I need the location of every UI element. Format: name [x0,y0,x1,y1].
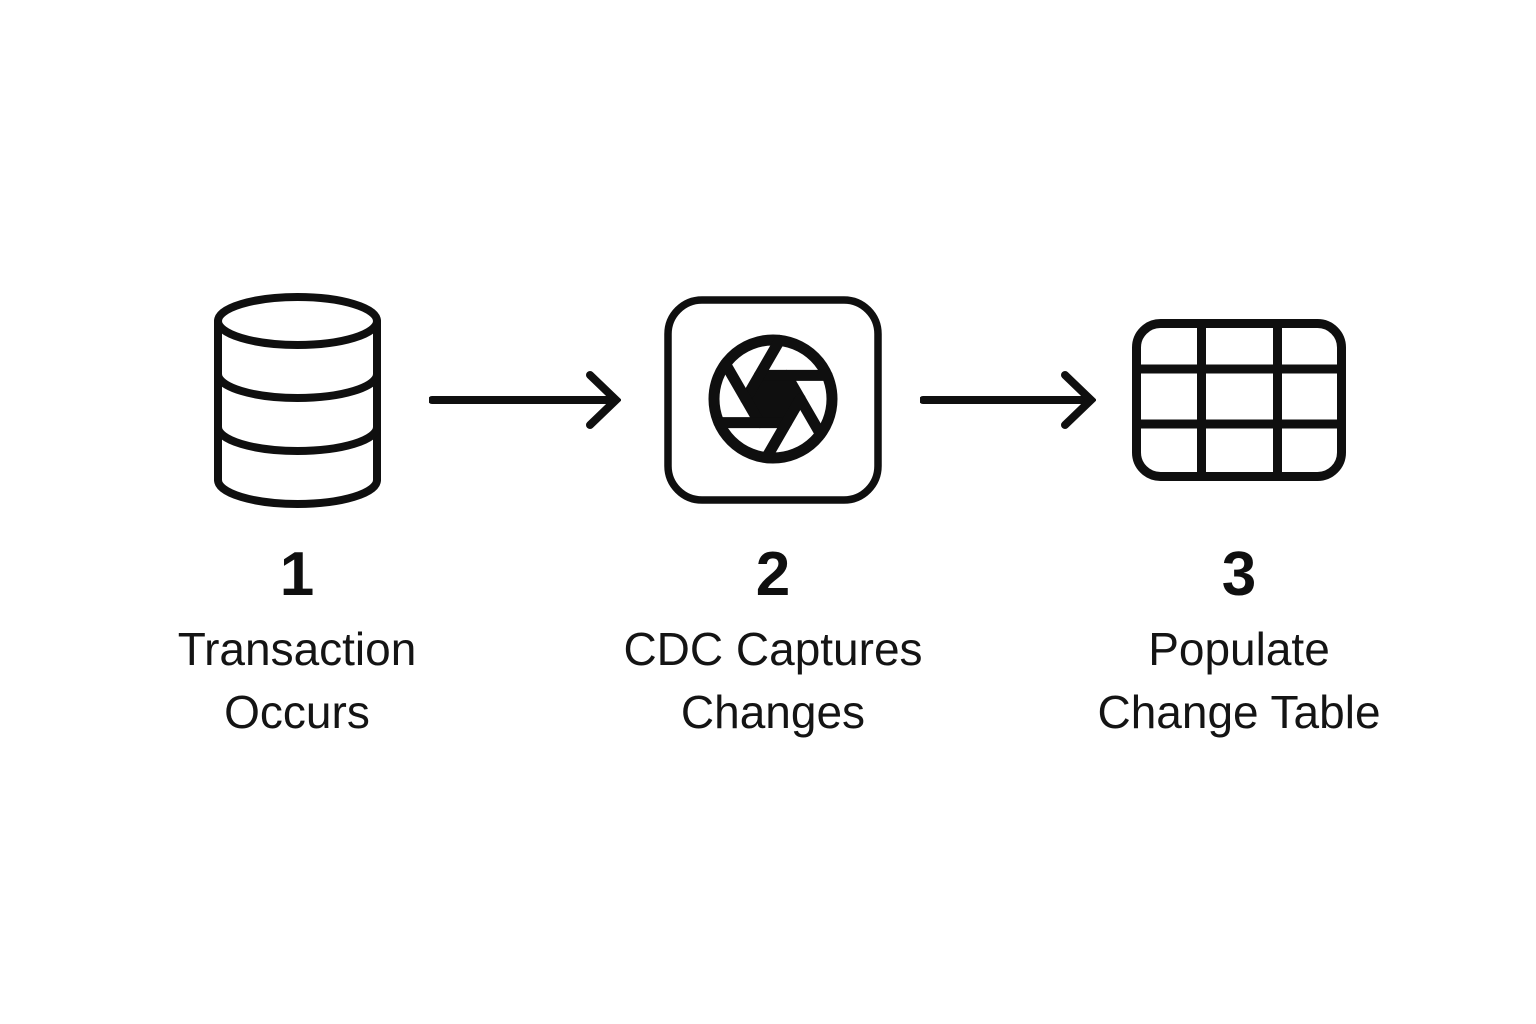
step-label-line: Changes [680,686,866,738]
step-number: 2 [755,540,791,609]
step-populate-change-table: 3 Populate Change Table [1009,292,1469,744]
step-label-line: Occurs [224,686,370,738]
step-label-line: Populate [1148,623,1330,675]
step-transaction-occurs: 1 Transaction Occurs [67,292,527,744]
table-grid-icon [1009,292,1469,508]
step-label-line: Change Table [1097,686,1381,738]
step-number: 3 [1221,540,1257,609]
step-label-line: Transaction [177,623,417,675]
step-label-line: CDC Captures [623,623,923,675]
step-cdc-captures-changes: 2 CDC Captures Changes [543,292,1003,744]
arrow-right-icon [429,368,621,432]
step-label: Transaction Occurs [178,618,417,744]
aperture-icon [543,292,1003,508]
step-label: Populate Change Table [1097,618,1380,744]
database-icon [67,292,527,508]
arrow-right-icon [920,368,1096,432]
step-number: 1 [279,540,315,609]
step-label: CDC Captures Changes [623,618,922,744]
